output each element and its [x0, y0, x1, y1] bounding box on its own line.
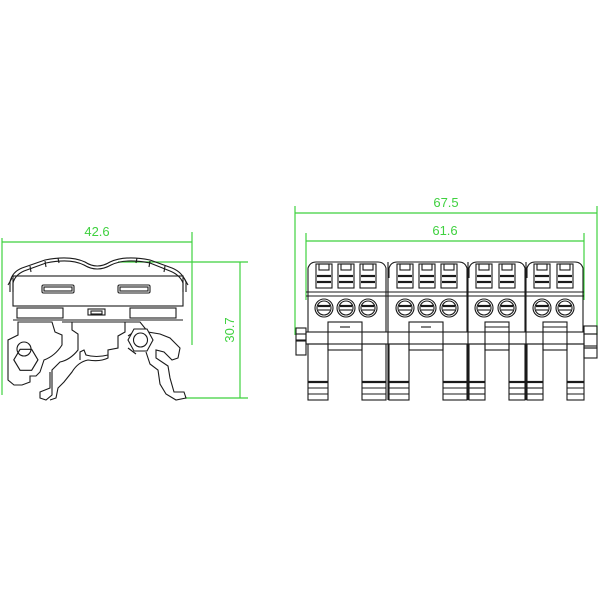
module-4 — [525, 261, 585, 401]
end-clamp-right — [583, 325, 598, 359]
side-rail-profile — [7, 321, 187, 401]
module-2 — [387, 261, 468, 401]
front-view: 67.5 61.6 — [294, 195, 598, 401]
dimension-overall-width: 67.5 — [294, 195, 598, 335]
side-view: 42.6 30.7 — [1, 224, 248, 401]
body-width-label: 61.6 — [432, 223, 457, 238]
overall-width-label: 67.5 — [433, 195, 458, 210]
dimension-side-width: 42.6 — [1, 224, 193, 395]
base-bar — [305, 331, 585, 345]
dimension-body-width: 61.6 — [305, 223, 585, 300]
side-hex-nut-right — [127, 328, 154, 352]
side-width-label: 42.6 — [84, 224, 109, 239]
side-hex-nut-left — [13, 341, 39, 371]
module-1 — [306, 261, 387, 401]
dimension-side-height: 30.7 — [118, 261, 248, 399]
side-housing — [7, 257, 189, 321]
end-clamp-left — [295, 327, 307, 356]
side-height-label: 30.7 — [222, 317, 237, 342]
module-3 — [467, 261, 526, 401]
